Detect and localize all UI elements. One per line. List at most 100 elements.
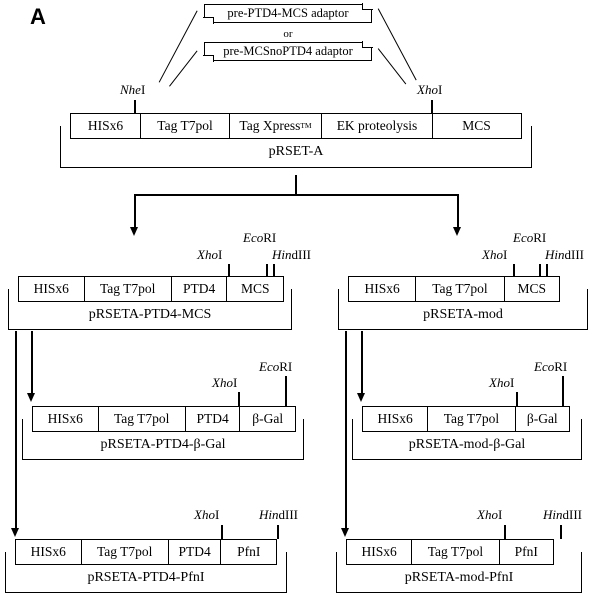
segment-hisx6: HISx6 <box>349 277 417 301</box>
segment-mcs: MCS <box>433 114 520 138</box>
cut-site-tick-xho1-row2-right <box>513 264 515 276</box>
enzyme-label-hind3-row2-right: HindIII <box>545 248 584 261</box>
segment-label: HISx6 <box>30 544 66 560</box>
sticky-end-right-notch <box>361 3 373 11</box>
or-label: or <box>283 28 293 40</box>
enzyme-label-ecor1-row2-right: EcoRI <box>513 231 546 244</box>
enzyme-prefix-italic: Xho <box>197 247 218 262</box>
construct-prseta-mod-pfni: HISx6 Tag T7pol PfnI pRSETA-mod-PfnI <box>336 539 582 593</box>
segment-label: Tag T7pol <box>443 411 500 427</box>
enzyme-suffix-roman: I <box>437 82 443 97</box>
cut-site-tick-hind3-row4-right <box>560 525 562 539</box>
cut-site-tick-nhe1 <box>134 100 136 113</box>
enzyme-prefix-italic: Xho <box>477 507 498 522</box>
enzyme-prefix-italic: Nhe <box>120 82 141 97</box>
enzyme-prefix-italic: Xho <box>489 375 510 390</box>
enzyme-suffix-roman: dIII <box>562 507 583 522</box>
enzyme-suffix-roman: I <box>502 247 508 262</box>
enzyme-suffix-roman: I <box>214 507 220 522</box>
cut-site-tick-xho1-row2-left <box>228 264 230 276</box>
segment-label: PTD4 <box>182 281 216 297</box>
construct-prseta-ptd4-pfni: HISx6 Tag T7pol PTD4 PfnI pRSETA-PTD4-Pf… <box>5 539 287 593</box>
segment-bgal: β-Gal <box>516 407 569 431</box>
segment-label: β-Gal <box>252 411 284 427</box>
segment-label: HISx6 <box>361 544 397 560</box>
segment-bar: HISx6 Tag T7pol MCS <box>348 276 560 302</box>
segment-label: HISx6 <box>87 118 124 134</box>
enzyme-prefix-italic: Eco <box>259 359 280 374</box>
plasmid-name: pRSETA-mod <box>423 307 503 322</box>
enzyme-suffix-roman: dIII <box>291 247 312 262</box>
enzyme-label-nhe1: NheI <box>120 83 145 96</box>
enzyme-label-xho1-row4-right: XhoI <box>477 508 502 521</box>
enzyme-suffix-roman: dIII <box>564 247 585 262</box>
adaptor-box-pre-mcsnoptd4: pre-MCSnoPTD4 adaptor <box>203 41 373 62</box>
enzyme-label-hind3-row4-left: HindIII <box>259 508 298 521</box>
enzyme-label-xho1-row2-right: XhoI <box>482 248 507 261</box>
plasmid-name: pRSETA-mod-β-Gal <box>408 437 526 452</box>
segment-ek-proteolysis: EK proteolysis <box>322 114 433 138</box>
segment-label: EK proteolysis <box>336 118 418 134</box>
segment-label: PfnI <box>514 544 538 560</box>
construct-prseta-ptd4-mcs: HISx6 Tag T7pol PTD4 MCS pRSETA-PTD4-MCS <box>8 276 292 330</box>
cut-site-tick-hind3-row2-left <box>273 264 275 276</box>
segment-label: PTD4 <box>178 544 211 560</box>
segment-label: HISx6 <box>364 281 400 297</box>
cut-site-tick-hind3-row4-left <box>277 525 279 539</box>
segment-bar: HISx6 Tag T7pol PTD4 β-Gal <box>32 406 296 432</box>
segment-tag-t7pol: Tag T7pol <box>82 540 169 564</box>
enzyme-suffix-roman: I <box>232 375 238 390</box>
enzyme-suffix-roman: I <box>217 247 223 262</box>
segment-hisx6: HISx6 <box>71 114 141 138</box>
segment-mcs: MCS <box>227 277 283 301</box>
segment-label: Tag T7pol <box>157 118 213 134</box>
segment-hisx6: HISx6 <box>33 407 99 431</box>
segment-label: MCS <box>462 118 491 134</box>
adaptor-box-pre-ptd4-mcs: pre-PTD4-MCS adaptor <box>203 3 373 24</box>
cut-site-tick-xho1-row3-left <box>238 392 240 406</box>
enzyme-label-xho1-row3-right: XhoI <box>489 376 514 389</box>
enzyme-suffix-roman: RI <box>279 359 293 374</box>
branch-right-descender <box>457 194 459 228</box>
construct-prseta-ptd4-bgal: HISx6 Tag T7pol PTD4 β-Gal pRSETA-PTD4-β… <box>22 406 304 460</box>
cut-site-tick-ecor1-row2-right <box>539 264 541 276</box>
enzyme-suffix-roman: RI <box>554 359 568 374</box>
segment-bar: HISx6 Tag T7pol PTD4 MCS <box>18 276 284 302</box>
branch-horizontal-bus <box>134 194 458 196</box>
enzyme-prefix-italic: Hin <box>272 247 292 262</box>
segment-tag-t7pol: Tag T7pol <box>428 407 516 431</box>
enzyme-label-hind3-row2-left: HindIII <box>272 248 311 261</box>
descender-right-to-pfni <box>345 331 347 529</box>
segment-bar: HISx6 Tag T7pol β-Gal <box>362 406 570 432</box>
segment-mcs: MCS <box>505 277 559 301</box>
segment-pfni: PfnI <box>500 540 553 564</box>
cut-site-tick-ecor1-row3-left <box>285 376 287 406</box>
cut-site-tick-xho1 <box>431 100 433 113</box>
enzyme-prefix-italic: Hin <box>545 247 565 262</box>
segment-bar: HISx6 Tag T7pol PfnI <box>346 539 554 565</box>
enzyme-suffix-roman: RI <box>533 230 547 245</box>
enzyme-label-ecor1-row3-left: EcoRI <box>259 360 292 373</box>
descender-left-to-pfni-arrowhead <box>11 528 19 537</box>
segment-label: PfnI <box>237 544 261 560</box>
enzyme-label-xho1: XhoI <box>417 83 442 96</box>
segment-tag-t7pol: Tag T7pol <box>412 540 500 564</box>
sticky-end-left-notch <box>203 16 215 24</box>
segment-hisx6: HISx6 <box>19 277 85 301</box>
cut-site-tick-xho1-row3-right <box>516 392 518 406</box>
plasmid-name: pRSETA-PTD4-β-Gal <box>100 437 226 452</box>
construct-prseta-mod-bgal: HISx6 Tag T7pol β-Gal pRSETA-mod-β-Gal <box>352 406 582 460</box>
segment-tag-t7pol: Tag T7pol <box>85 277 172 301</box>
branch-left-descender <box>134 194 136 228</box>
segment-tag-t7pol: Tag T7pol <box>416 277 505 301</box>
segment-label: HISx6 <box>377 411 413 427</box>
segment-label: HISx6 <box>47 411 83 427</box>
enzyme-suffix-roman: RI <box>263 230 277 245</box>
segment-hisx6: HISx6 <box>347 540 413 564</box>
descender-left-to-pfni <box>15 331 17 529</box>
construct-prseta-mod: HISx6 Tag T7pol MCS pRSETA-mod <box>338 276 588 330</box>
segment-tag-t7pol: Tag T7pol <box>99 407 186 431</box>
sticky-end-right-notch <box>361 41 373 49</box>
descender-right-to-pfni-arrowhead <box>341 528 349 537</box>
